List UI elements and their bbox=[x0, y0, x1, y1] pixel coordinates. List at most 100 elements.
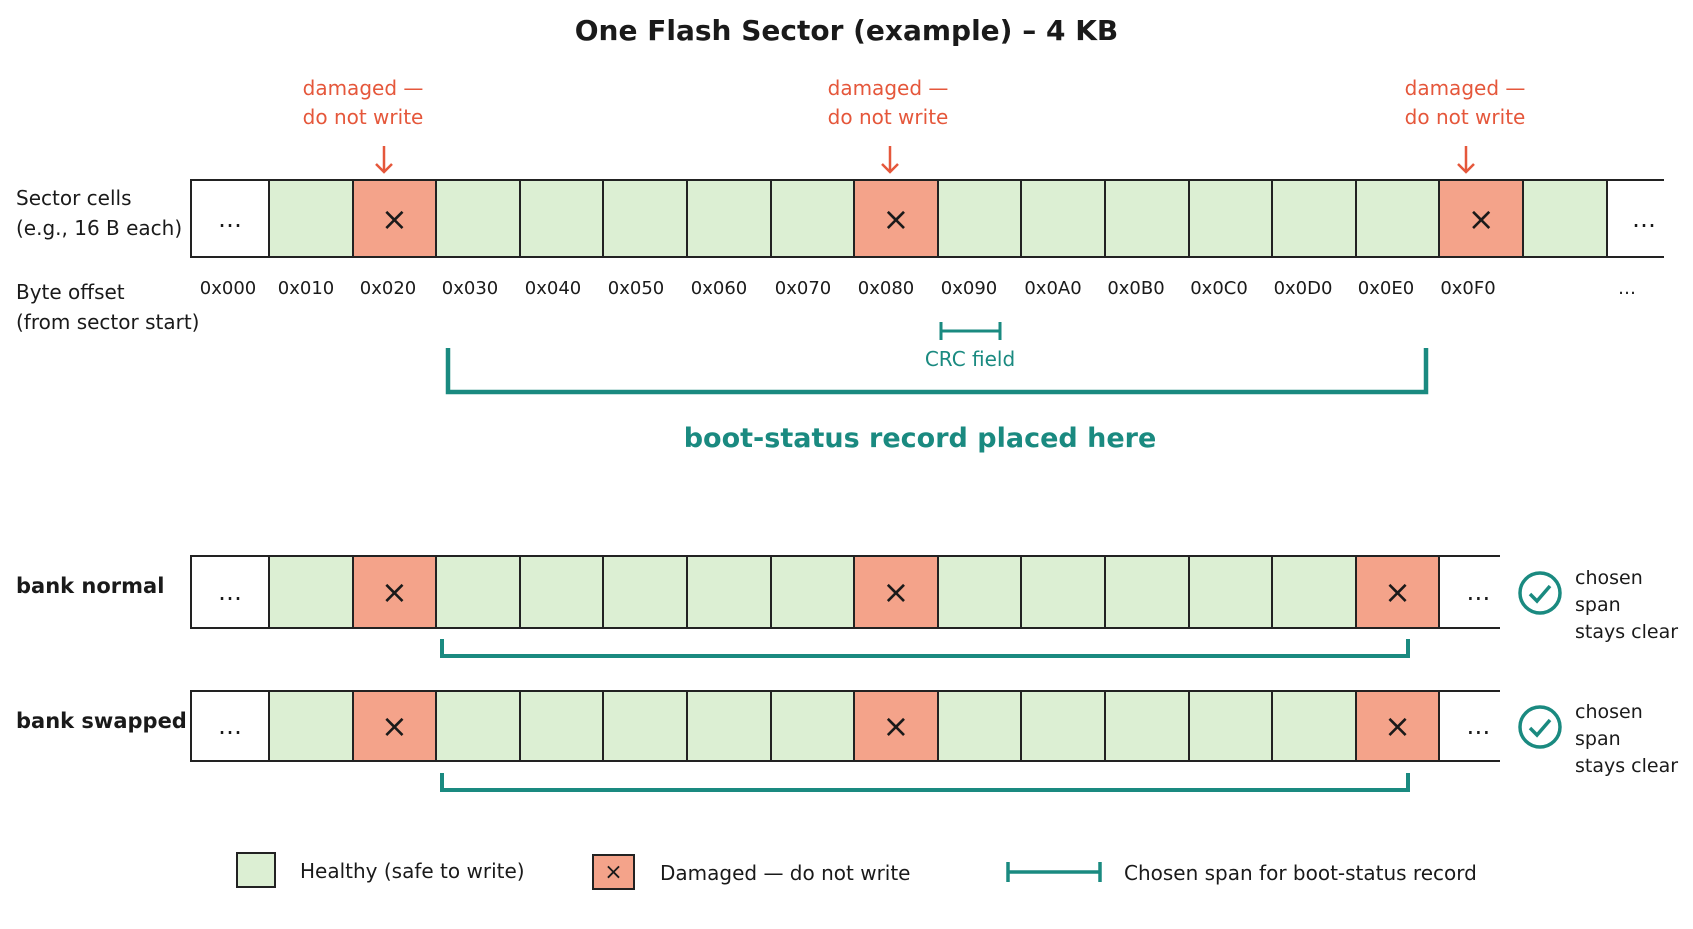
damaged-cell: × bbox=[353, 692, 438, 760]
healthy-cell bbox=[520, 181, 605, 256]
bank-swapped-strip: … × × × … bbox=[190, 690, 1517, 762]
arrow-down-icon bbox=[375, 146, 1475, 174]
damaged-x-icon: × bbox=[380, 199, 408, 238]
healthy-cell bbox=[1273, 692, 1357, 760]
sector-cells-label: Sector cells (e.g., 16 B each) bbox=[16, 186, 183, 240]
byte-offset-label: 0x030 bbox=[441, 278, 499, 299]
healthy-cell bbox=[604, 181, 688, 256]
byte-offset-label: 0x020 bbox=[359, 278, 417, 299]
damaged-x-icon: × bbox=[882, 707, 910, 745]
byte-offset-label: … bbox=[1618, 278, 1636, 299]
healthy-cell bbox=[1189, 557, 1274, 627]
ellipsis-cell: … bbox=[192, 557, 270, 627]
healthy-cell bbox=[1356, 181, 1441, 256]
legend-healthy-swatch bbox=[236, 852, 276, 888]
byte-offset-label: Byte offset (from sector start) bbox=[16, 280, 200, 334]
bank-normal-strip: … × × × … bbox=[190, 555, 1517, 629]
healthy-cell bbox=[1105, 557, 1190, 627]
ellipsis-mark: … bbox=[1466, 578, 1491, 606]
byte-offset-label: 0x060 bbox=[690, 278, 748, 299]
ellipsis-cell: … bbox=[192, 181, 270, 256]
healthy-cell bbox=[1022, 692, 1106, 760]
healthy-cell bbox=[771, 557, 856, 627]
damaged-cell: × bbox=[1356, 692, 1441, 760]
byte-offsets-row: 0x000 0x010 0x020 0x030 0x040 0x050 0x060 0x070… bbox=[0, 278, 1693, 302]
healthy-cell bbox=[270, 557, 354, 627]
byte-offset-label: 0x0D0 bbox=[1273, 278, 1333, 299]
healthy-cell bbox=[687, 557, 772, 627]
byte-offset-label: 0x040 bbox=[524, 278, 582, 299]
damaged-annotation-3: damaged — do not write bbox=[1404, 76, 1526, 129]
damaged-annotation-2: damaged — do not write bbox=[827, 76, 949, 129]
byte-offset-label: 0x050 bbox=[607, 278, 665, 299]
byte-offset-label: 0x0B0 bbox=[1107, 278, 1165, 299]
healthy-cell bbox=[1105, 692, 1190, 760]
healthy-cell bbox=[270, 692, 354, 760]
healthy-cell bbox=[1189, 692, 1274, 760]
damaged-x-icon: × bbox=[1384, 573, 1411, 611]
healthy-cell bbox=[1022, 557, 1106, 627]
damaged-x-icon: × bbox=[882, 199, 910, 238]
ellipsis-mark: … bbox=[218, 712, 242, 740]
healthy-cell bbox=[1105, 181, 1190, 256]
byte-offset-label: 0x0F0 bbox=[1440, 278, 1496, 299]
byte-offset-label: 0x090 bbox=[940, 278, 998, 299]
healthy-cell bbox=[437, 181, 521, 256]
healthy-cell bbox=[604, 557, 688, 627]
healthy-cell bbox=[1022, 181, 1106, 256]
healthy-cell bbox=[1273, 181, 1357, 256]
damaged-x-icon: × bbox=[1467, 199, 1495, 238]
bank-swapped-label: bank swapped bbox=[16, 709, 187, 733]
damaged-cell: × bbox=[855, 557, 939, 627]
ellipsis-mark: … bbox=[218, 204, 242, 233]
healthy-cell bbox=[1523, 181, 1608, 256]
ellipsis-mark: … bbox=[1466, 712, 1491, 740]
ellipsis-cell: … bbox=[1607, 181, 1681, 256]
ellipsis-cell: … bbox=[1440, 692, 1517, 760]
byte-offset-label: 0x070 bbox=[774, 278, 832, 299]
damaged-cell: × bbox=[1440, 181, 1524, 256]
damaged-x-icon: × bbox=[882, 573, 910, 611]
damaged-cell: × bbox=[353, 557, 438, 627]
healthy-cell bbox=[687, 692, 772, 760]
bank-swapped-status: chosen span stays clear bbox=[1575, 701, 1679, 777]
ellipsis-mark: … bbox=[218, 578, 242, 606]
healthy-cell bbox=[437, 692, 521, 760]
byte-offset-label: 0x0C0 bbox=[1190, 278, 1248, 299]
damaged-x-icon: × bbox=[380, 573, 408, 611]
healthy-cell bbox=[771, 181, 856, 256]
healthy-cell bbox=[938, 692, 1023, 760]
record-placed-label: boot-status record placed here bbox=[683, 423, 1157, 454]
ellipsis-cell: … bbox=[1440, 557, 1517, 627]
legend-damaged-swatch: × bbox=[592, 854, 635, 890]
bank-normal-status: chosen span stays clear bbox=[1575, 567, 1679, 643]
byte-offset-label: 0x080 bbox=[857, 278, 915, 299]
byte-offset-label: 0x0E0 bbox=[1357, 278, 1415, 299]
damaged-cell: × bbox=[855, 692, 939, 760]
ellipsis-mark: … bbox=[1632, 204, 1656, 233]
check-circle-icon bbox=[1518, 705, 1562, 749]
healthy-cell bbox=[938, 181, 1023, 256]
healthy-cell bbox=[520, 692, 605, 760]
byte-offset-label: 0x010 bbox=[277, 278, 335, 299]
damaged-x-icon: × bbox=[380, 707, 408, 745]
byte-offset-label: 0x0A0 bbox=[1024, 278, 1082, 299]
healthy-cell bbox=[520, 557, 605, 627]
healthy-cell bbox=[938, 557, 1023, 627]
sector-cells-strip: … × × × … bbox=[190, 179, 1681, 258]
legend-healthy-label: Healthy (safe to write) bbox=[300, 859, 525, 883]
healthy-cell bbox=[687, 181, 772, 256]
ellipsis-cell: … bbox=[192, 692, 270, 760]
byte-offset-label: 0x000 bbox=[199, 278, 257, 299]
crc-field-label: CRC field bbox=[924, 347, 1016, 371]
healthy-cell bbox=[1273, 557, 1357, 627]
healthy-cell bbox=[270, 181, 354, 256]
damaged-cell: × bbox=[1356, 557, 1441, 627]
damaged-cell: × bbox=[855, 181, 939, 256]
legend-span-label: Chosen span for boot-status record bbox=[1124, 861, 1477, 885]
